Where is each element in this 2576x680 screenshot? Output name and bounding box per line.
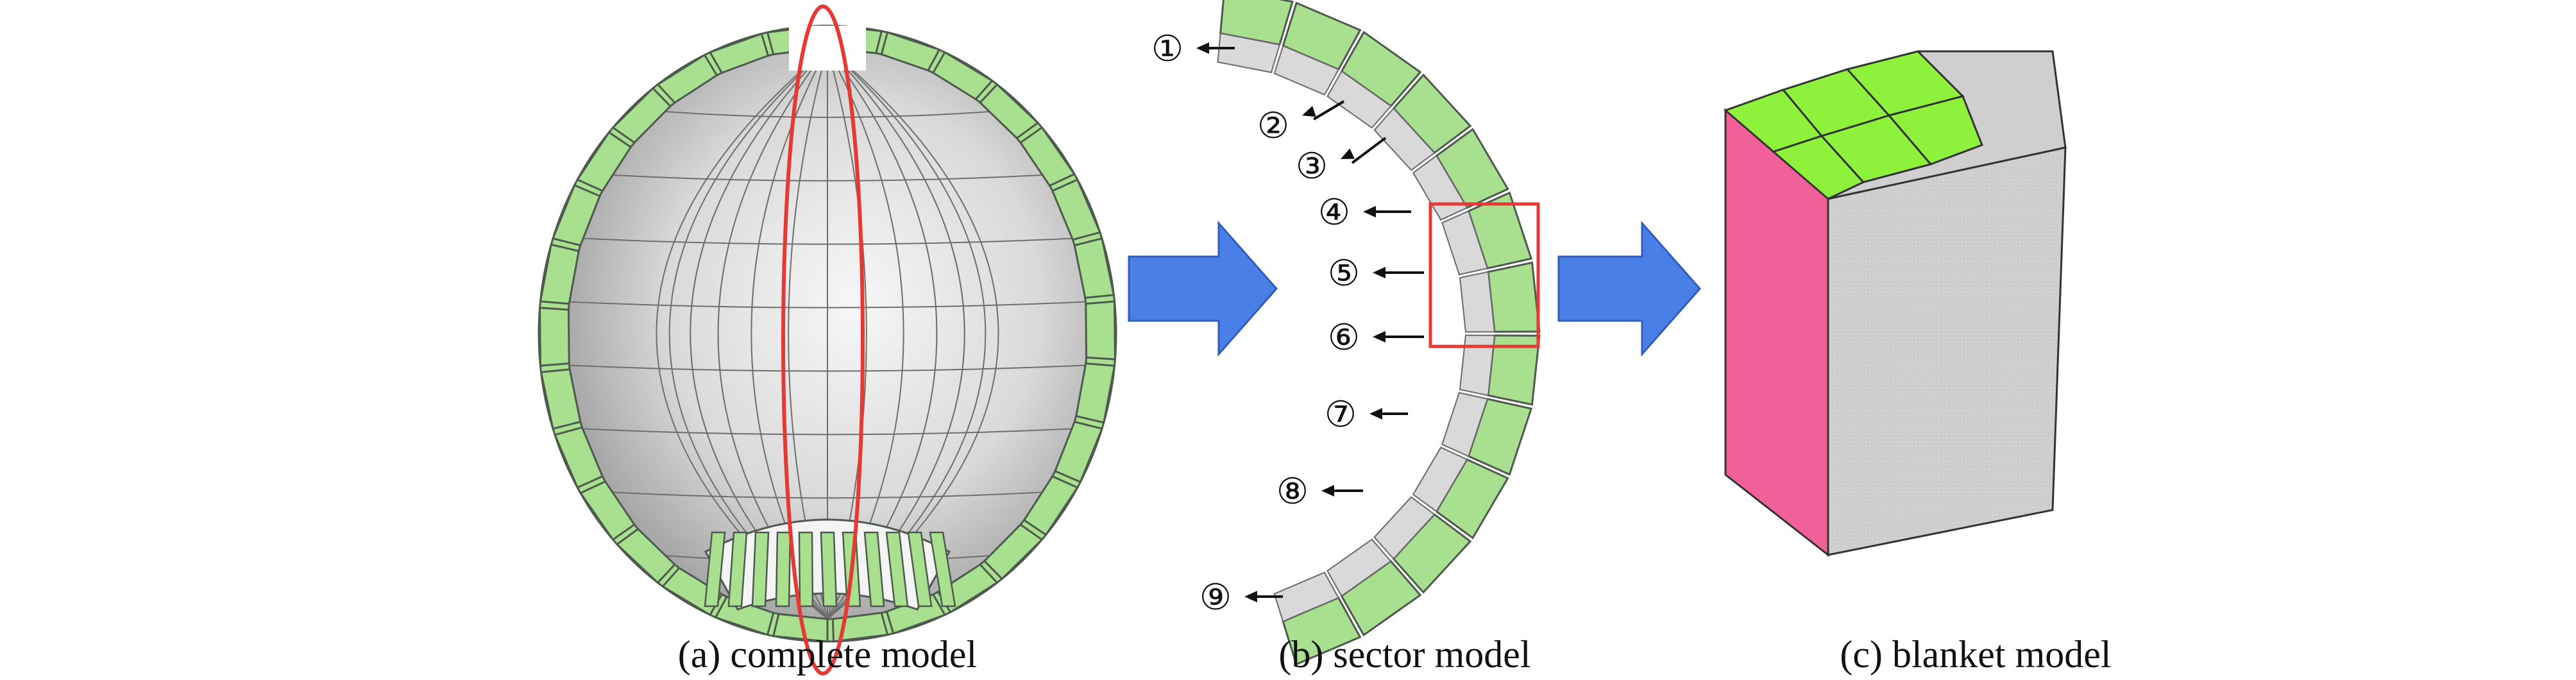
bottom-fin (751, 531, 770, 608)
blanket-ring-segment (539, 307, 570, 367)
caption-blanket-model: (c) blanket model (1840, 633, 2111, 676)
bottom-fin (727, 531, 748, 608)
blanket-ring-segment (539, 368, 582, 430)
right-arrow-icon (1128, 221, 1278, 357)
bottom-fin (775, 531, 792, 608)
blanket-model-panel (1723, 50, 2067, 557)
sector-inner-wall-block (1326, 538, 1392, 597)
arrowhead-icon (1369, 408, 1382, 420)
blanket-ring-segment (539, 243, 580, 305)
sector-number-label: ① (1151, 28, 1183, 70)
sector-model-panel: ① ②③ ④ ⑤ ⑥ ⑦⑧ ⑨ (1151, 0, 1541, 666)
bottom-fin (907, 531, 933, 608)
blanket-ring-segment (983, 523, 1044, 581)
blanket-ring-segment (978, 83, 1040, 140)
left-arrow-icon (1351, 137, 1387, 164)
blanket-ring-segment (656, 53, 718, 104)
sector-inner-wall-block (1217, 32, 1281, 74)
bottom-fin (798, 531, 814, 608)
blanket-ring-segment (579, 480, 636, 541)
blanket-ring-segment (1022, 475, 1079, 536)
sector-inner-wall-block (1373, 107, 1436, 171)
sector-highlight-ellipse (781, 4, 865, 676)
sector-inner-wall-block (1441, 391, 1489, 457)
blanket-ring-segment (931, 51, 994, 101)
arrowhead-icon (1373, 331, 1385, 343)
left-arrow-icon (1312, 100, 1345, 121)
blanket-ring-segment (708, 32, 770, 74)
bottom-fin (885, 531, 909, 608)
sector-number-label: ② (1257, 105, 1289, 147)
sector-labels: ① ②③ ④ ⑤ ⑥ ⑦⑧ ⑨ (1151, 28, 1424, 618)
blanket-ring-segment (576, 131, 632, 192)
bottom-fin (820, 531, 838, 608)
sector-blanket-block (1487, 261, 1541, 333)
sector-inner-wall-block (1326, 70, 1392, 129)
arrowhead-icon (1196, 42, 1209, 54)
sector-inner-wall-block (1273, 45, 1340, 96)
sector-inner-wall-block (1441, 210, 1489, 276)
sector-number-label: ⑤ (1328, 253, 1360, 294)
bottom-fins (704, 531, 956, 608)
blanket-ring-segment (1019, 126, 1076, 187)
arrowhead-icon (1363, 206, 1376, 217)
sector-inner-wall-block (1459, 334, 1496, 396)
blanket-ring-segment (553, 426, 604, 489)
blanket-highlight-box (1428, 202, 1540, 348)
bottom-fin (929, 531, 956, 608)
sector-number-label: ⑧ (1276, 471, 1309, 513)
blanket-front-face (1827, 146, 2067, 556)
arrowhead-icon (1341, 148, 1355, 159)
sector-blocks (1217, 0, 1541, 666)
blanket-ring-segment (611, 87, 672, 144)
arrowhead-icon (1321, 485, 1334, 497)
blanket-ring-segment (615, 527, 677, 584)
sector-number-label: ⑦ (1325, 394, 1357, 436)
sector-number-label: ④ (1318, 192, 1350, 234)
sector-number-label: ⑥ (1328, 317, 1360, 359)
caption-complete-model: (a) complete model (678, 633, 977, 676)
blanket-ring-segment (772, 613, 829, 643)
blanket-ring-segment (551, 183, 602, 247)
sector-number-label: ⑨ (1199, 577, 1232, 618)
bottom-fin (704, 531, 726, 608)
bottom-fin (863, 531, 885, 608)
complete-model-panel (538, 4, 1117, 676)
arrowhead-icon (1373, 267, 1385, 278)
sector-number-label: ③ (1296, 146, 1328, 187)
sector-inner-wall-block (1373, 496, 1436, 560)
blanket-ring-segment (1051, 178, 1102, 241)
blanket-ring-segment (1053, 420, 1104, 484)
caption-sector-model: (b) sector model (1278, 633, 1530, 676)
blanket-ring-segment (1085, 300, 1116, 361)
arrowhead-icon (1302, 106, 1316, 117)
right-arrow-icon (1557, 221, 1702, 357)
sector-inner-wall-block (1273, 572, 1340, 622)
blanket-ring-segment (1074, 362, 1116, 424)
blanket-ring-segment (1073, 237, 1115, 299)
sector-inner-wall-block (1459, 271, 1496, 333)
blanket-ring-segment (880, 31, 941, 72)
arrowhead-icon (1244, 591, 1257, 602)
sector-inner-wall-block (1412, 446, 1468, 513)
